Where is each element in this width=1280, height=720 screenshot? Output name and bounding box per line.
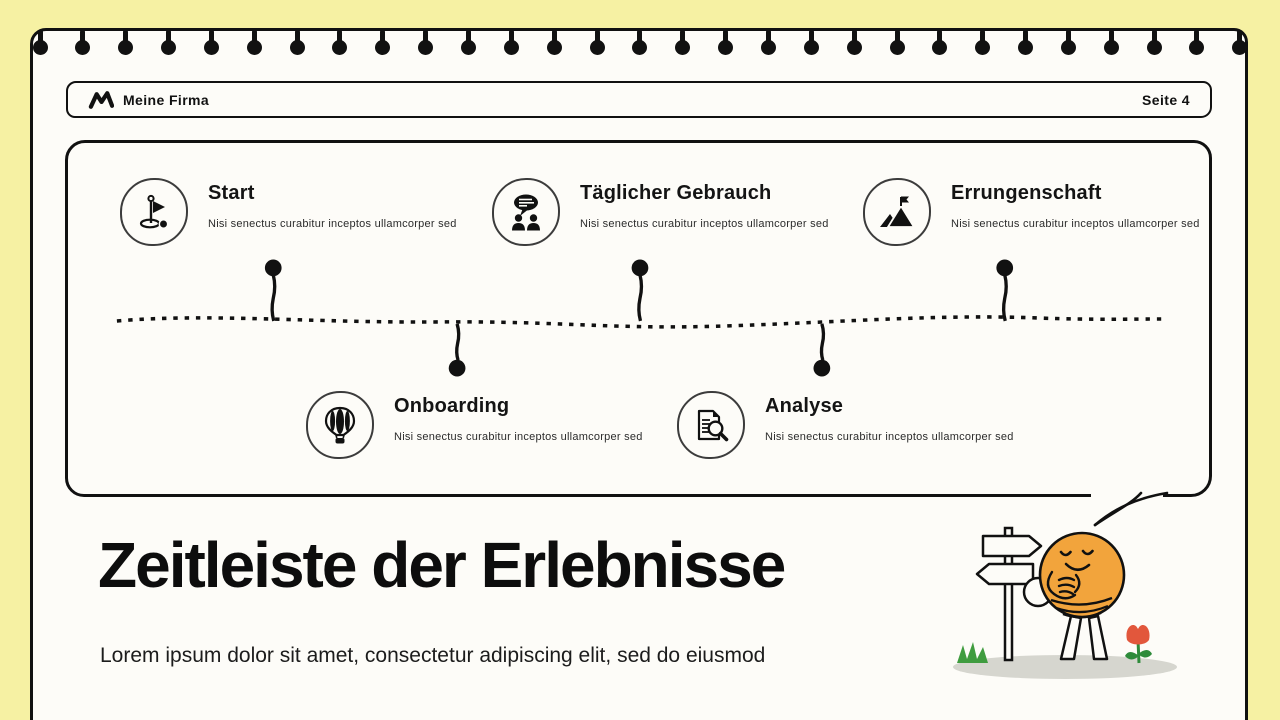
binding-pin-icon — [503, 30, 519, 57]
binding-pin-icon — [589, 30, 605, 57]
binding-pin-icon — [546, 30, 562, 57]
milestone-description: Nisi senectus curabitur inceptos ullamco… — [580, 218, 829, 230]
brand: Meine Firma — [88, 90, 209, 110]
binding-pin-icon — [246, 30, 262, 57]
connector-start — [264, 259, 282, 322]
binding-pin-icon — [889, 30, 905, 57]
milestone-description: Nisi senectus curabitur inceptos ullamco… — [765, 431, 1014, 443]
binding-pin-icon — [718, 30, 734, 57]
page-number: Seite 4 — [1142, 91, 1190, 108]
hot-air-balloon-icon — [324, 406, 356, 444]
milestone-description: Nisi senectus curabitur inceptos ullamco… — [394, 431, 643, 443]
document-search-icon — [697, 409, 729, 442]
binding-pin-icon — [332, 30, 348, 57]
milestone-onboarding: Onboarding Nisi senectus curabitur incep… — [306, 391, 643, 459]
slide-subtitle: Lorem ipsum dolor sit amet, consectetur … — [100, 644, 766, 667]
binding-pin-icon — [1232, 30, 1248, 57]
binding-pin-icon — [1189, 30, 1205, 57]
binding-pins — [0, 0, 1280, 60]
milestone-description: Nisi senectus curabitur inceptos ullamco… — [208, 218, 457, 230]
binding-pin-icon — [203, 30, 219, 57]
milestone-description: Nisi senectus curabitur inceptos ullamco… — [951, 218, 1200, 230]
milestone-start: Start Nisi senectus curabitur inceptos u… — [120, 178, 457, 246]
golf-flag-icon — [139, 194, 169, 229]
company-name: Meine Firma — [123, 91, 210, 108]
flower-icon — [1125, 624, 1152, 664]
binding-pin-icon — [1146, 30, 1162, 57]
binding-pin-icon — [1018, 30, 1034, 57]
character-thinking-hand — [1046, 570, 1081, 600]
company-logo-icon — [88, 90, 114, 109]
grass-icon — [957, 642, 988, 663]
connector-errungenschaft — [996, 259, 1014, 322]
binding-pin-icon — [32, 30, 48, 57]
connector-onboarding — [448, 323, 466, 377]
timeline-panel: Start Nisi senectus curabitur inceptos u… — [65, 140, 1212, 497]
chat-users-icon — [512, 194, 540, 231]
binding-pin-icon — [461, 30, 477, 57]
milestone-analyse: Analyse Nisi senectus curabitur inceptos… — [677, 391, 1014, 459]
binding-pin-icon — [975, 30, 991, 57]
milestone-title: Analyse — [765, 395, 844, 417]
binding-pin-icon — [418, 30, 434, 57]
slide-title: Zeitleiste der Erlebnisse — [98, 529, 786, 601]
character-face — [1059, 549, 1094, 572]
binding-pin-icon — [1060, 30, 1076, 57]
thinking-character-illustration — [953, 526, 1177, 679]
binding-pin-icon — [760, 30, 776, 57]
milestone-title: Start — [208, 182, 255, 204]
milestone-errungenschaft: Errungenschaft Nisi senectus curabitur i… — [863, 178, 1200, 246]
binding-pin-icon — [846, 30, 862, 57]
milestone-title: Onboarding — [394, 395, 510, 417]
binding-pin-icon — [375, 30, 391, 57]
character-body — [1038, 531, 1126, 619]
binding-pin-icon — [803, 30, 819, 57]
speech-tail — [1091, 491, 1169, 527]
binding-pin-icon — [932, 30, 948, 57]
binding-pin-icon — [75, 30, 91, 57]
header-bar: Meine Firma Seite 4 — [66, 81, 1212, 118]
milestone-title: Täglicher Gebrauch — [580, 182, 772, 204]
milestone-taeglicher-gebrauch: Täglicher Gebrauch Nisi senectus curabit… — [492, 178, 829, 246]
signpost-icon — [975, 526, 1043, 662]
binding-pin-icon — [118, 30, 134, 57]
binding-pin-icon — [289, 30, 305, 57]
connector-taeglicher-gebrauch — [631, 259, 649, 322]
binding-pin-icon — [632, 30, 648, 57]
character-legs — [1059, 614, 1109, 661]
binding-pin-icon — [1103, 30, 1119, 57]
binding-pin-icon — [161, 30, 177, 57]
connector-analyse — [813, 323, 831, 377]
binding-pin-icon — [675, 30, 691, 57]
milestone-title: Errungenschaft — [951, 182, 1102, 204]
mountain-flag-icon — [880, 196, 916, 228]
